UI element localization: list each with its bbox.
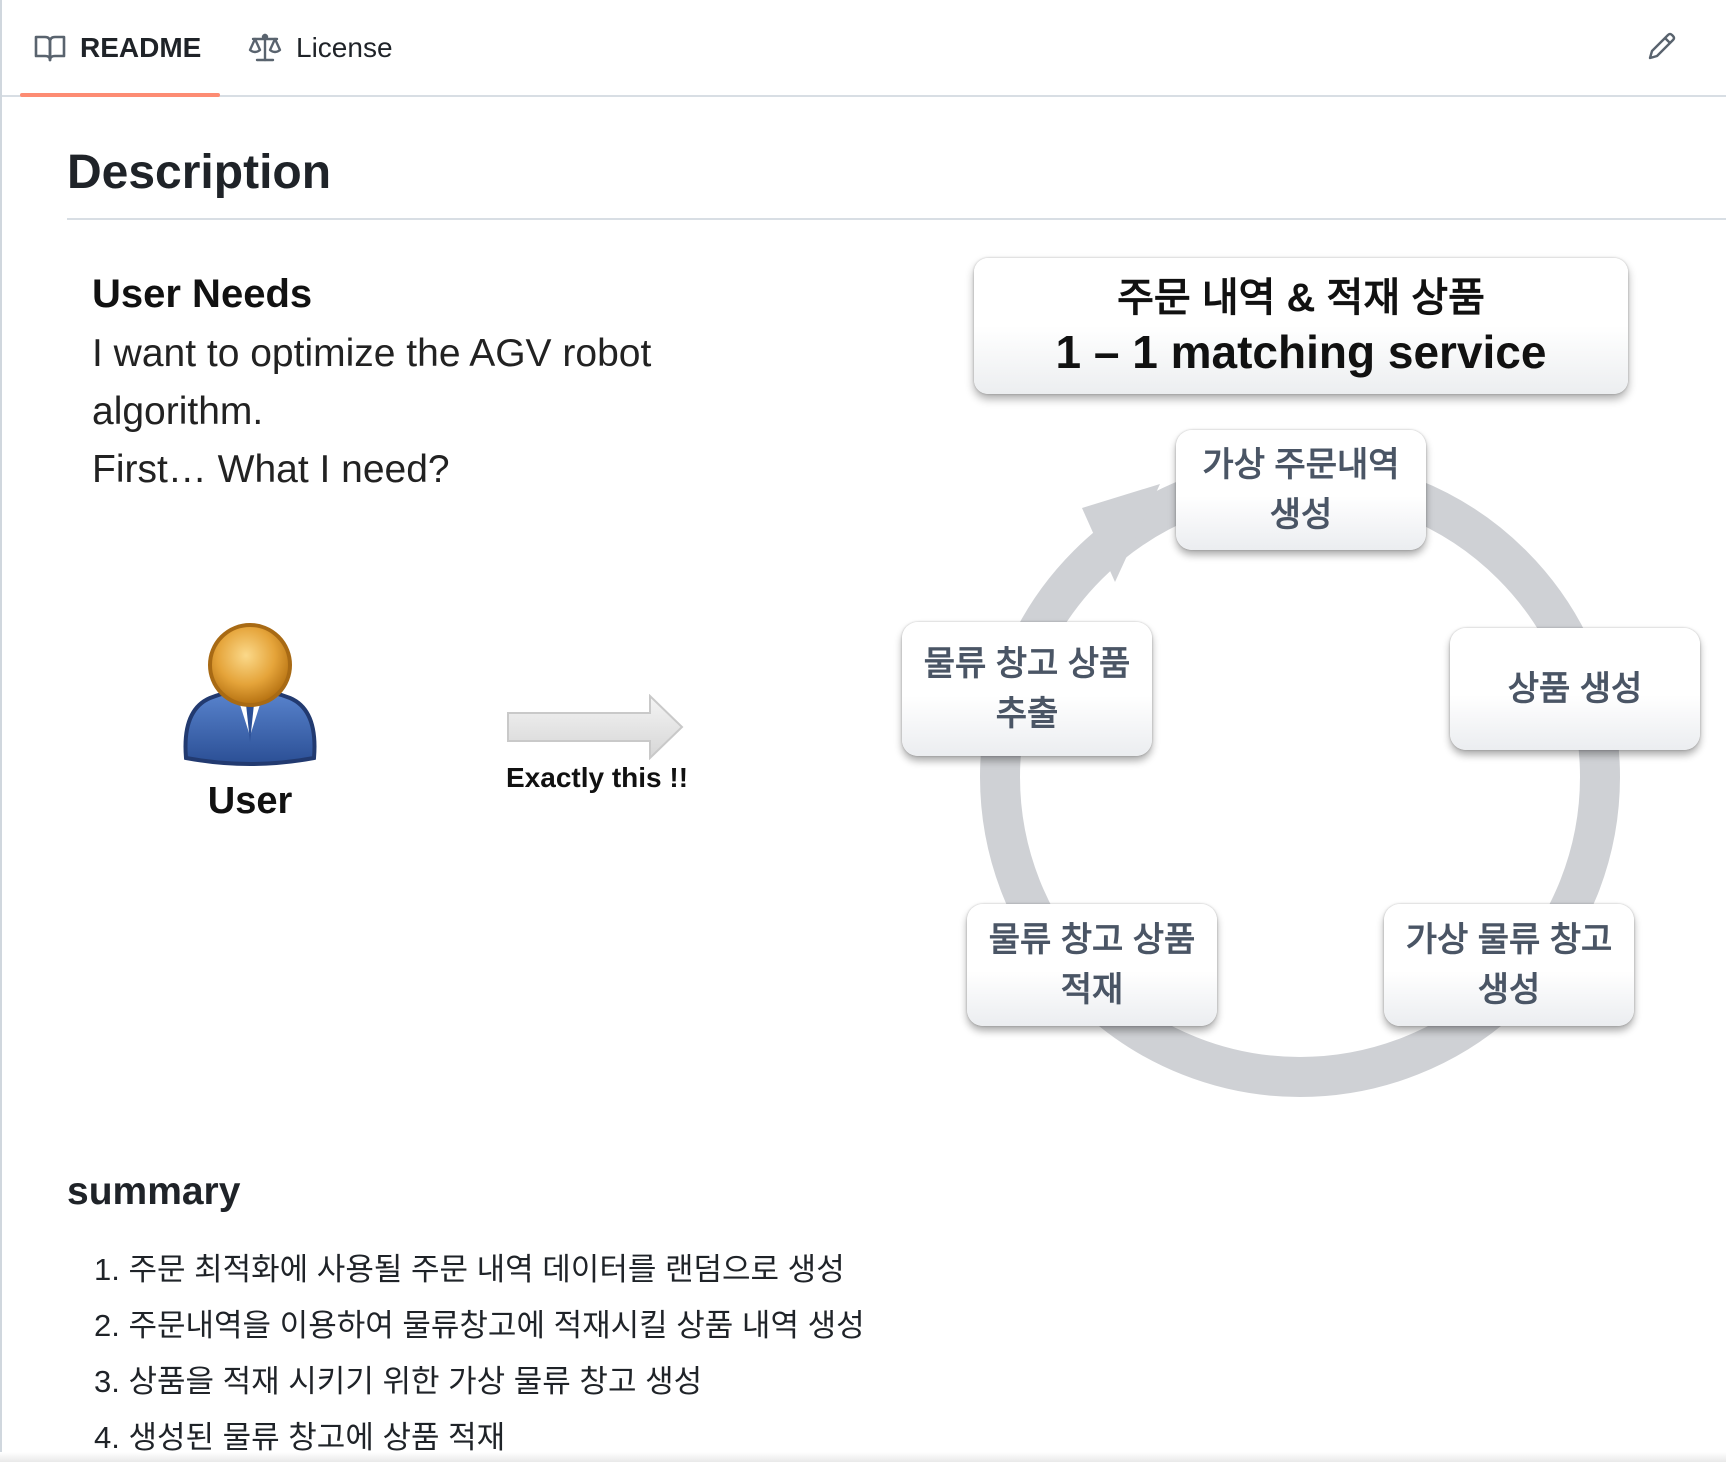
description-heading: Description bbox=[67, 146, 332, 199]
edit-readme-button[interactable] bbox=[1642, 28, 1682, 68]
list-item: 3. 상품을 적재 시키기 위한 가상 물류 창고 생성 bbox=[94, 1364, 703, 1399]
book-icon bbox=[34, 34, 66, 62]
tab-readme-label: README bbox=[80, 31, 202, 63]
summary-heading: summary bbox=[67, 1170, 241, 1213]
user-avatar-icon bbox=[180, 620, 320, 770]
bottom-edge-shadow bbox=[0, 1452, 1726, 1462]
cycle-step-text: 가상 물류 창고 bbox=[1405, 921, 1613, 959]
page-left-border bbox=[0, 0, 2, 1462]
cycle-step-text: 적재 bbox=[1060, 971, 1124, 1009]
cycle-arrowhead bbox=[1082, 484, 1160, 582]
cycle-step-virtual-order: 가상 주문내역 생성 bbox=[1176, 430, 1426, 550]
cycle-step-product-create: 상품 생성 bbox=[1450, 628, 1700, 750]
diagram-title-box: 주문 내역 & 적재 상품 1 – 1 matching service bbox=[974, 258, 1628, 394]
cycle-step-text: 가상 주문내역 bbox=[1202, 446, 1400, 484]
user-needs-line: First… What I need? bbox=[92, 448, 450, 491]
cycle-step-text: 추출 bbox=[995, 695, 1059, 733]
arrow-right-icon bbox=[506, 693, 684, 765]
user-label: User bbox=[207, 780, 293, 822]
summary-list: 1. 주문 최적화에 사용될 주문 내역 데이터를 랜덤으로 생성 2. 주문내… bbox=[94, 1250, 865, 1474]
cycle-step-warehouse-load: 물류 창고 상품 적재 bbox=[967, 904, 1217, 1026]
cycle-step-text: 생성 bbox=[1477, 971, 1541, 1009]
cycle-step-virtual-warehouse: 가상 물류 창고 생성 bbox=[1384, 904, 1634, 1026]
tab-license-label: License bbox=[296, 31, 393, 63]
heading-divider bbox=[67, 218, 1726, 220]
law-scale-icon bbox=[248, 33, 282, 63]
list-item: 1. 주문 최적화에 사용될 주문 내역 데이터를 랜덤으로 생성 bbox=[94, 1252, 845, 1287]
cycle-step-text: 생성 bbox=[1269, 496, 1333, 534]
cycle-step-warehouse-extract: 물류 창고 상품 추출 bbox=[902, 622, 1152, 756]
user-needs-line: algorithm. bbox=[92, 390, 264, 433]
pencil-icon bbox=[1647, 31, 1677, 66]
diagram-title-line1: 주문 내역 & 적재 상품 bbox=[1117, 276, 1485, 320]
cycle-step-text: 물류 창고 상품 bbox=[988, 921, 1196, 959]
readme-tab-bar: README License bbox=[2, 0, 1726, 97]
user-needs-title: User Needs bbox=[92, 272, 313, 316]
user-needs-line: I want to optimize the AGV robot bbox=[92, 332, 652, 375]
tab-readme[interactable]: README bbox=[20, 0, 220, 97]
list-item: 4. 생성된 물류 창고에 상품 적재 bbox=[94, 1420, 506, 1455]
arrow-caption: Exactly this !! bbox=[506, 762, 689, 793]
list-item: 2. 주문내역을 이용하여 물류창고에 적재시킬 상품 내역 생성 bbox=[94, 1308, 865, 1343]
tab-license[interactable]: License bbox=[248, 0, 393, 95]
diagram-title-line2: 1 – 1 matching service bbox=[1055, 326, 1547, 378]
cycle-step-text: 상품 생성 bbox=[1507, 670, 1643, 708]
cycle-step-text: 물류 창고 상품 bbox=[923, 645, 1131, 683]
